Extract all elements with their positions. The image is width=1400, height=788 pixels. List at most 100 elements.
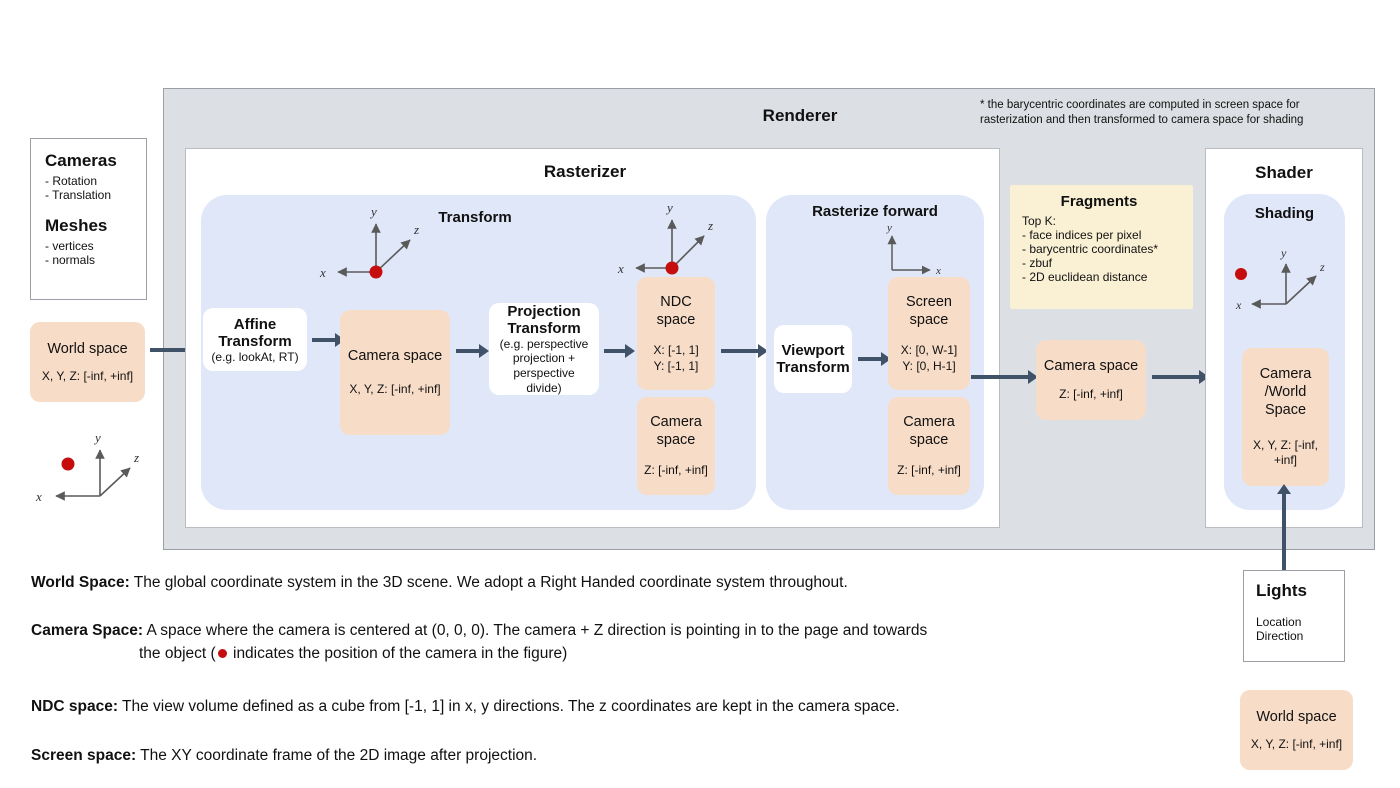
axis-label-y: y — [886, 222, 892, 234]
transform-axes-widget: y x z — [316, 200, 436, 290]
legend-term-ndc-space: NDC space: — [31, 698, 118, 715]
meshes-item-normals: - normals — [45, 253, 96, 267]
axis-label-z: z — [413, 222, 419, 237]
world-space-input-box: World space X, Y, Z: [-inf, +inf] — [30, 322, 145, 402]
shader-space-line3: Space — [1264, 402, 1307, 419]
axis-label-z: z — [133, 450, 139, 465]
ndc-space-range-y: Y: [-1, 1] — [653, 358, 699, 373]
screen-space-range-y: Y: [0, H-1] — [902, 358, 956, 373]
camera-dot-icon — [1235, 268, 1247, 280]
screen-space-box: Screen space X: [0, W-1] Y: [0, H-1] — [888, 277, 970, 390]
renderer-title: Renderer — [762, 106, 838, 125]
screen-space-label-line2: space — [909, 311, 949, 328]
inputs-card: Cameras - Rotation - Translation Meshes … — [30, 138, 147, 300]
screen-space-range-x: X: [0, W-1] — [900, 343, 958, 358]
fragments-item-face-indices: - face indices per pixel — [1022, 228, 1142, 242]
rasterize-camera-space-z-range: Z: [-inf, +inf] — [897, 463, 961, 478]
legend-camera-space: Camera Space: A space where the camera i… — [31, 621, 1111, 665]
lights-item-location: Location — [1256, 615, 1302, 629]
world-space-output-box: World space X, Y, Z: [-inf, +inf] — [1240, 690, 1353, 770]
mid-camera-space-box: Camera space Z: [-inf, +inf] — [1036, 340, 1146, 420]
legend-text-camera-space-post: indicates the position of the camera in … — [228, 644, 568, 662]
axis-label-x: x — [1235, 298, 1242, 312]
legend-world-space: World Space: The global coordinate syste… — [31, 573, 1081, 594]
legend-screen-space: Screen space: The XY coordinate frame of… — [31, 746, 1111, 767]
ndc-space-label-line2: space — [656, 311, 696, 328]
viewport-transform-box: Viewport Transform — [774, 325, 852, 393]
affine-transform-line1: Affine — [233, 315, 277, 333]
viewport-transform-line2: Transform — [776, 359, 850, 376]
world-axes-widget: y x z — [22, 424, 152, 514]
transform-camera-space-z-line2: space — [656, 432, 696, 449]
ndc-space-label-line1: NDC — [660, 293, 692, 310]
cameras-item-rotation: - Rotation — [45, 174, 98, 188]
projection-transform-line2: Transform — [507, 319, 581, 337]
fragments-item-barycentric: - barycentric coordinates* — [1022, 242, 1159, 256]
rasterize-camera-space-z-line1: Camera — [903, 414, 955, 431]
shader-space-line2: /World — [1264, 384, 1307, 401]
world-space-output-label: World space — [1256, 708, 1337, 725]
camera-dot-icon — [665, 261, 679, 275]
screen-space-label-line1: Screen — [906, 293, 952, 310]
affine-transform-box: Affine Transform (e.g. lookAt, RT) — [203, 308, 307, 371]
rasterize-camera-space-z-line2: space — [909, 432, 949, 449]
axis-label-x: x — [617, 261, 624, 276]
arrow-viewport-to-screen — [858, 352, 891, 366]
viewport-transform-line1: Viewport — [781, 342, 845, 359]
lights-title: Lights — [1256, 581, 1307, 600]
transform-camera-space-z-range: Z: [-inf, +inf] — [644, 463, 708, 478]
world-space-input-range: X, Y, Z: [-inf, +inf] — [41, 368, 134, 383]
arrow-projection-to-ndc — [604, 344, 635, 358]
ndc-axes-widget: y x z — [616, 196, 736, 286]
fragments-title: Fragments — [1060, 193, 1138, 210]
rasterizer-title: Rasterizer — [543, 162, 627, 181]
affine-transform-note: (e.g. lookAt, RT) — [211, 349, 299, 364]
camera-dot-icon — [61, 457, 75, 471]
mid-camera-space-label: Camera space — [1043, 358, 1139, 375]
arrow-affine-to-camera-space — [312, 333, 345, 347]
projection-transform-line1: Projection — [507, 302, 581, 320]
legend-text-camera-space: A space where the camera is centered at … — [146, 622, 928, 639]
axis-label-z: z — [1319, 260, 1325, 274]
world-space-input-label: World space — [47, 340, 128, 357]
transform-camera-space-box: Camera space X, Y, Z: [-inf, +inf] — [340, 310, 450, 435]
arrow-camera-space-to-projection — [456, 344, 489, 358]
fragments-box: Fragments Top K: - face indices per pixe… — [1010, 185, 1193, 309]
shader-title: Shader — [1255, 163, 1313, 182]
rasterize-camera-space-z-box: Camera space Z: [-inf, +inf] — [888, 397, 970, 495]
projection-transform-box: Projection Transform (e.g. perspective p… — [489, 303, 599, 395]
fragments-item-euclidean-distance: - 2D euclidean distance — [1022, 270, 1148, 284]
renderer-footnote: * the barycentric coordinates are comput… — [980, 99, 1304, 127]
legend-ndc-space: NDC space: The view volume defined as a … — [31, 697, 1111, 718]
ndc-space-box: NDC space X: [-1, 1] Y: [-1, 1] — [637, 277, 715, 390]
axis-label-y: y — [369, 204, 377, 219]
shader-axes-widget: y x z — [1228, 244, 1344, 320]
camera-dot-icon — [369, 265, 383, 279]
world-space-output-range: X, Y, Z: [-inf, +inf] — [1250, 736, 1343, 751]
transform-camera-space-z-box: Camera space Z: [-inf, +inf] — [637, 397, 715, 495]
axis-label-x: x — [319, 265, 326, 280]
axis-label-y: y — [1280, 246, 1287, 260]
cameras-item-translation: - Translation — [45, 188, 112, 202]
legend-term-world-space: World Space: — [31, 574, 130, 591]
axis-label-z: z — [707, 218, 713, 233]
ndc-space-range-x: X: [-1, 1] — [653, 343, 699, 358]
legend-term-screen-space: Screen space: — [31, 747, 137, 764]
transform-camera-space-label: Camera space — [347, 348, 443, 365]
screen-axes-widget: y x — [870, 222, 970, 282]
legend-text-world-space: The global coordinate system in the 3D s… — [133, 574, 848, 591]
legend-term-camera-space: Camera Space: — [31, 622, 144, 639]
transform-title: Transform — [438, 209, 512, 226]
lights-item-direction: Direction — [1256, 629, 1304, 643]
lights-box: Lights Location Direction — [1243, 570, 1345, 662]
camera-dot-icon — [217, 649, 227, 659]
arrow-lights-to-shading — [1277, 484, 1291, 571]
transform-camera-space-range: X, Y, Z: [-inf, +inf] — [349, 382, 441, 397]
fragments-topk-label: Top K: — [1022, 214, 1057, 228]
legend-text-ndc-space: The view volume defined as a cube from [… — [122, 698, 900, 715]
mid-camera-space-range: Z: [-inf, +inf] — [1059, 387, 1123, 402]
arrow-ndc-to-viewport — [721, 344, 768, 358]
shader-space-line1: Camera — [1259, 366, 1312, 383]
axis-label-x: x — [935, 265, 941, 277]
legend-text-screen-space: The XY coordinate frame of the 2D image … — [140, 747, 538, 764]
